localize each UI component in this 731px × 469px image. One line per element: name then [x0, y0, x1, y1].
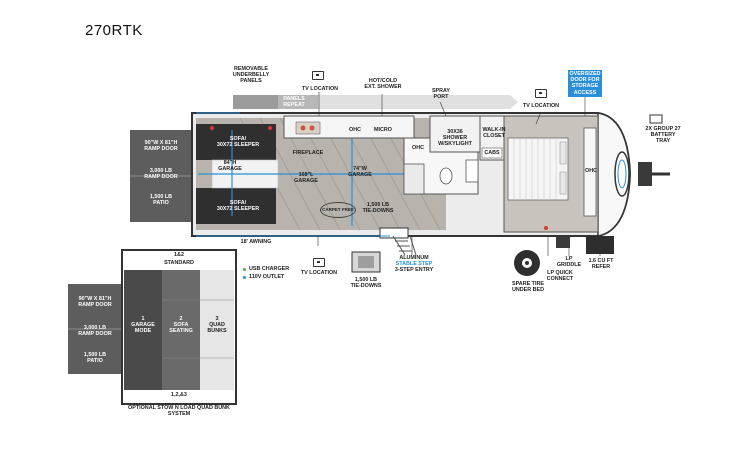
label-fireplace: FIREPLACE: [292, 150, 324, 156]
label-tie-downs-ext: 1,500 LB TIE-DOWNS: [350, 277, 382, 290]
refer: [586, 236, 614, 254]
label-patio: 1,500 LB PATIO: [149, 194, 173, 207]
label-spray-port: SPRAY PORT: [431, 88, 451, 101]
label-sofa-bottom: SOFA/ 30x72 SLEEPER: [216, 200, 260, 213]
inset-label-ramp-door: 90"W x 81"H RAMP DOOR: [78, 296, 112, 309]
label-ohc-1: OHC: [349, 127, 361, 133]
label-tv-location-bottom: TV LOCATION: [300, 270, 338, 276]
inset-mode-2: [162, 270, 200, 390]
label-aluminum: ALUMINUM: [399, 255, 429, 261]
label-sofa-top: SOFA/ 30x72 SLEEPER: [216, 136, 260, 149]
label-ramp-door: 90"W x 81"H RAMP DOOR: [144, 140, 178, 153]
label-removable-panels: REMOVABLE UNDERBELLY PANELS: [232, 66, 270, 85]
inset-mode-3: [200, 270, 234, 390]
inset-subheader: STANDARD: [164, 260, 194, 266]
label-micro: MICRO: [374, 127, 392, 133]
label-ohc-2: OHC: [412, 145, 424, 151]
label-walk-in-closet: WALK-IN CLOSET: [482, 127, 506, 140]
label-tv-location-top: TV LOCATION: [301, 86, 339, 92]
label-lp-connect: LP QUICK CONNECT: [546, 270, 574, 283]
label-cabs: CABS: [484, 150, 500, 156]
label-lp-griddle: LP GRIDDLE: [556, 256, 582, 269]
label-hot-cold-shower: HOT/COLD EXT. SHOWER: [364, 78, 402, 91]
ohc-front: [583, 127, 597, 217]
label-ramp-door-lb: 3,000 LB RAMP DOOR: [144, 168, 178, 181]
label-garage-84: 84"H GARAGE: [218, 160, 242, 173]
inset-mode-1: [124, 270, 162, 390]
label-spare-tire: SPARE TIRE UNDER BED: [511, 281, 545, 294]
label-awning: 18' AWNING: [240, 239, 272, 245]
label-battery-tray: 2X GROUP 27 BATTERY TRAY: [645, 126, 681, 145]
label-outlet: 110V OUTLET: [249, 274, 285, 280]
label-garage-74: 74"W GARAGE: [348, 166, 372, 179]
inset-header: 1&2: [174, 252, 184, 258]
label-usb-charger: USB CHARGER: [249, 266, 290, 272]
label-refer: 1.6 CU FT REFER: [588, 258, 614, 271]
tv-icon-bottom: [313, 258, 325, 267]
toilet: [439, 167, 453, 185]
label-panels-repeat: PANELS REPEAT: [283, 96, 305, 109]
inset-label-mode-2: 2 SOFA SEATING: [169, 316, 193, 335]
outlet-dot: [243, 276, 246, 279]
label-oversized-door: OVERSIZED DOOR FOR STORAGE ACCESS: [568, 70, 602, 97]
lp-griddle: [556, 236, 570, 248]
carpet-free-badge: CARPET FREE: [320, 202, 356, 219]
label-tv-location-bedroom: TV LOCATION: [522, 103, 560, 109]
inset-label-ramp-door-lb: 3,000 LB RAMP DOOR: [78, 325, 112, 338]
sofa-top: [196, 124, 276, 160]
label-shower: 30x36 SHOWER w/SKYLIGHT: [438, 129, 472, 148]
panels-dark-segment: [233, 95, 278, 109]
inset-label-mode-3: 3 QUAD BUNKS: [207, 316, 227, 335]
inset-footer: 1,2,&3: [171, 392, 187, 398]
label-step-entry: 3-STEP ENTRY: [394, 267, 434, 273]
sofa-bottom: [196, 188, 276, 224]
tv-icon: [312, 71, 324, 80]
fireplace: [295, 121, 321, 135]
tv-icon-bedroom: [535, 89, 547, 98]
battery-box: [638, 162, 652, 186]
usb-dot: [243, 268, 246, 271]
inset-footer-sub: OPTIONAL STOW N LOAD QUAD BUNK SYSTEM: [128, 405, 230, 418]
label-stable-step: STABLE STEP: [395, 261, 433, 267]
cabs: [481, 147, 503, 159]
label-garage-168: 168"L GARAGE: [294, 172, 318, 185]
label-tie-downs-floor: 1,500 LB TIE-DOWNS: [362, 202, 394, 215]
label-ohc-3: OHC: [585, 168, 597, 174]
inset-label-patio: 1,500 LB PATIO: [83, 352, 107, 365]
model-title: 270RTK: [85, 22, 143, 39]
inset-label-mode-1: 1 GARAGE MODE: [131, 316, 155, 335]
